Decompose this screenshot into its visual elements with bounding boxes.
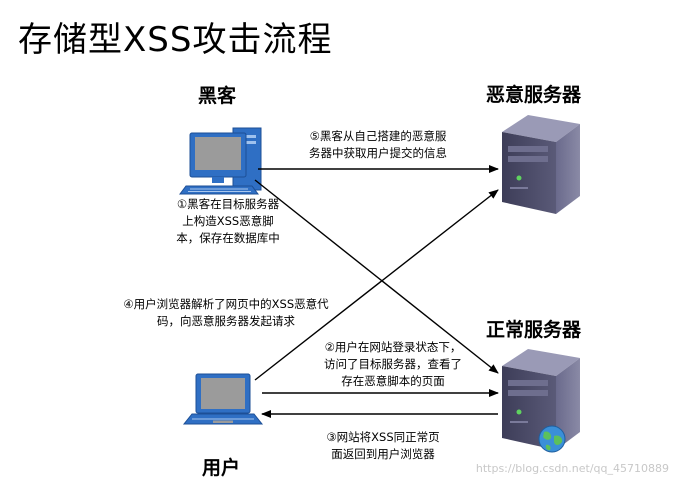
arrow-step1 (254, 179, 499, 374)
server-icon (502, 115, 580, 214)
step2-line: ②用户在网站登录状态下， (324, 340, 462, 354)
step5-line: 务器中获取用户提交的信息 (309, 146, 447, 160)
step1-text: ①黑客在目标服务器 上构造XSS恶意脚 本，保存在数据库中 (158, 196, 298, 247)
step2-line: 访问了目标服务器，查看了 (324, 357, 462, 371)
step1-line: ①黑客在目标服务器 (176, 197, 280, 211)
diagram-title: 存储型XSS攻击流程 (18, 20, 333, 60)
globe-icon (538, 425, 566, 453)
step3-line: 面返回到用户浏览器 (331, 447, 435, 461)
step4-line: ④用户浏览器解析了网页中的XSS恶意代 (123, 297, 329, 311)
node-label-hacker: 黑客 (198, 85, 237, 107)
watermark-text: https://blog.csdn.net/qq_45710889 (475, 462, 669, 475)
step1-line: 本，保存在数据库中 (176, 231, 280, 245)
step2-line: 存在恶意脚本的页面 (341, 374, 445, 388)
step4-text: ④用户浏览器解析了网页中的XSS恶意代 码，向恶意服务器发起请求 (103, 296, 349, 330)
step5-text: ⑤黑客从自己搭建的恶意服 务器中获取用户提交的信息 (283, 128, 473, 162)
server-icon (502, 349, 580, 450)
node-label-user: 用户 (202, 457, 241, 479)
desktop-computer-icon (179, 127, 262, 195)
step4-line: 码，向恶意服务器发起请求 (157, 314, 295, 328)
arrow-step4 (254, 189, 499, 381)
step3-text: ③网站将XSS同正常页 面返回到用户浏览器 (298, 429, 468, 463)
step5-line: ⑤黑客从自己搭建的恶意服 (309, 129, 447, 143)
step2-text: ②用户在网站登录状态下， 访问了目标服务器，查看了 存在恶意脚本的页面 (298, 339, 488, 390)
laptop-icon (182, 373, 264, 425)
node-label-malicious-server: 恶意服务器 (486, 84, 582, 106)
node-label-normal-server: 正常服务器 (486, 319, 582, 341)
step3-line: ③网站将XSS同正常页 (326, 430, 440, 444)
step1-line: 上构造XSS恶意脚 (182, 214, 274, 228)
